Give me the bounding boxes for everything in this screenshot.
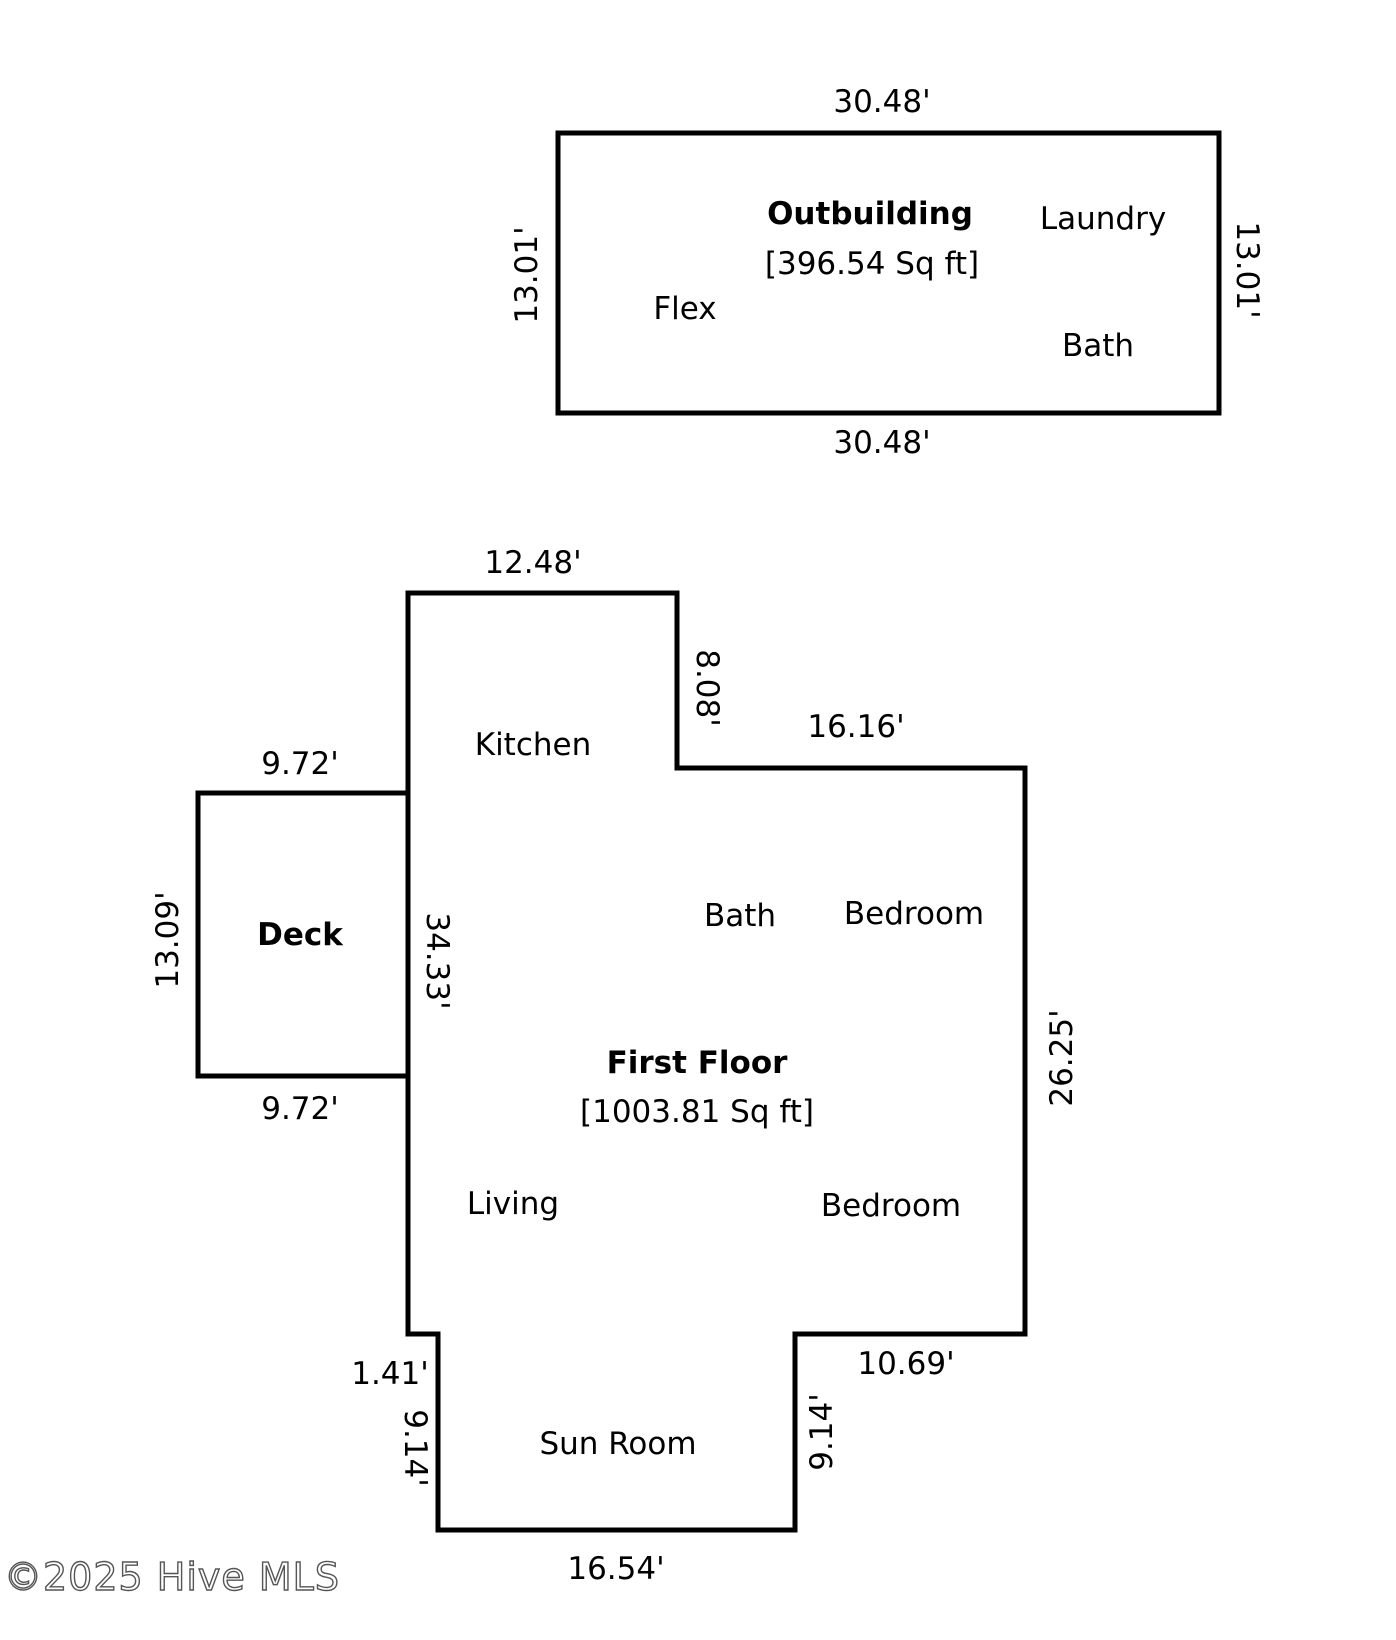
outbuilding-title: Outbuilding bbox=[767, 196, 973, 232]
deck-bottom-dimension: 9.72' bbox=[261, 1091, 339, 1127]
deck-left-dimension: 13.09' bbox=[150, 891, 186, 988]
first-floor-top-dimension: 12.48' bbox=[484, 545, 581, 581]
upper-right-dimension: 16.16' bbox=[807, 709, 904, 745]
room-laundry: Laundry bbox=[1040, 201, 1166, 237]
deck-title: Deck bbox=[257, 917, 344, 953]
room-living: Living bbox=[467, 1186, 559, 1222]
watermark: ©2025 Hive MLS bbox=[4, 1555, 340, 1599]
outbuilding-bottom-dimension: 30.48' bbox=[833, 425, 930, 461]
deck-top-dimension: 9.72' bbox=[261, 746, 339, 782]
sun-left-dimension: 9.14' bbox=[397, 1409, 433, 1487]
first-floor-outline bbox=[405, 590, 1028, 1533]
outbuilding-outline bbox=[555, 130, 1222, 416]
deck-outline bbox=[195, 790, 411, 1079]
first-floor-area: [1003.81 Sq ft] bbox=[580, 1094, 814, 1130]
room-bedroom-1: Bedroom bbox=[844, 896, 984, 932]
room-kitchen: Kitchen bbox=[475, 727, 592, 763]
inner-left-dimension: 34.33' bbox=[419, 912, 455, 1009]
room-sun-room: Sun Room bbox=[539, 1426, 696, 1462]
room-flex: Flex bbox=[653, 291, 716, 327]
right-dimension: 26.25' bbox=[1044, 1009, 1080, 1106]
outbuilding-area: [396.54 Sq ft] bbox=[765, 246, 979, 282]
deck: 9.72' 9.72' 13.09' Deck bbox=[150, 746, 411, 1127]
sun-bottom-dimension: 16.54' bbox=[567, 1551, 664, 1587]
outbuilding: 30.48' 30.48' 13.01' 13.01' Outbuilding … bbox=[509, 84, 1265, 461]
sun-right-dimension: 9.14' bbox=[804, 1393, 840, 1471]
outbuilding-right-dimension: 13.01' bbox=[1229, 221, 1265, 318]
sun-step-dimension: 1.41' bbox=[351, 1356, 429, 1392]
outbuilding-left-dimension: 13.01' bbox=[509, 226, 545, 323]
first-floor: 12.48' 8.08' 16.16' 26.25' 10.69' 9.14' … bbox=[351, 545, 1080, 1587]
outbuilding-top-dimension: 30.48' bbox=[833, 84, 930, 120]
room-outbuilding-bath: Bath bbox=[1062, 328, 1134, 364]
lower-right-dimension: 10.69' bbox=[857, 1346, 954, 1382]
room-bedroom-2: Bedroom bbox=[821, 1188, 961, 1224]
first-floor-title: First Floor bbox=[607, 1045, 789, 1081]
kitchen-step-dimension: 8.08' bbox=[689, 649, 725, 727]
room-bath: Bath bbox=[704, 898, 776, 934]
